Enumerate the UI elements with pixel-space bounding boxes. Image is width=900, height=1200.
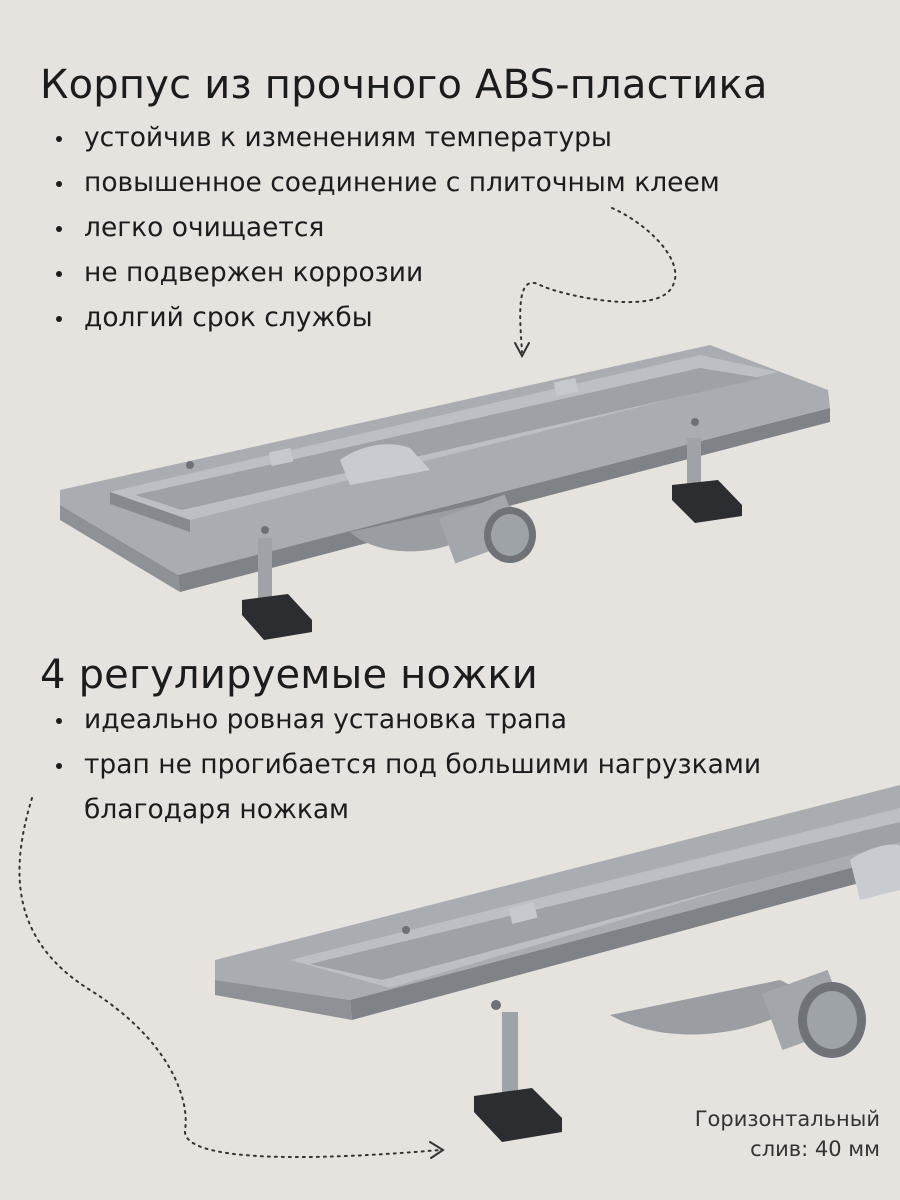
drain-channel-closeup-image bbox=[215, 785, 900, 1142]
list-item: легко очищается bbox=[40, 205, 720, 250]
list-item: идеально ровная установка трапа bbox=[40, 697, 761, 742]
heading-adjustable-legs: 4 регулируемые ножки bbox=[40, 652, 538, 698]
dotted-arrow-icon bbox=[18, 797, 445, 1159]
list-item-continuation: благодаря ножкам bbox=[84, 794, 350, 825]
list-item: устойчив к изменениям температуры bbox=[40, 115, 720, 160]
list-item: трап не прогибается под большими нагрузк… bbox=[40, 742, 761, 787]
list-item: не подвержен коррозии bbox=[40, 250, 720, 295]
caption-line: слив: 40 мм bbox=[750, 1137, 880, 1161]
heading-body-material: Корпус из прочного ABS-пластика bbox=[40, 62, 768, 108]
body-features-list: устойчив к изменениям температуры повыше… bbox=[40, 115, 720, 340]
list-item: долгий срок службы bbox=[40, 295, 720, 340]
dotted-arrow-icon bbox=[514, 207, 677, 359]
drain-channel-image bbox=[60, 345, 830, 640]
legs-features-list: идеально ровная установка трапа трап не … bbox=[40, 697, 761, 832]
caption-line: Горизонтальный bbox=[694, 1107, 880, 1131]
list-item: повышенное соединение с плиточным клеем bbox=[40, 160, 720, 205]
drain-outlet-caption: Горизонтальный слив: 40 мм bbox=[695, 1104, 880, 1164]
